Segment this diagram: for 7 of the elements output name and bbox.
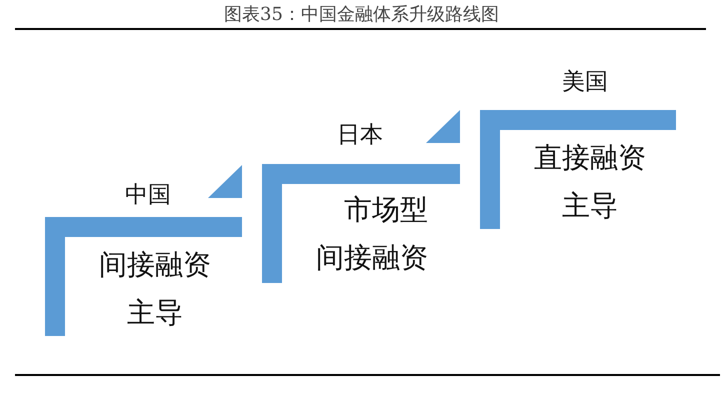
stage-text: 间接融资主导 bbox=[99, 247, 211, 331]
stage-text: 直接融资主导 bbox=[534, 140, 646, 224]
title: 图表35：中国金融体系升级路线图 bbox=[223, 3, 500, 26]
stage-text: 市场型间接融资 bbox=[316, 192, 428, 276]
country-label: 日本 bbox=[337, 121, 383, 149]
country-label: 中国 bbox=[125, 181, 171, 209]
country-label: 美国 bbox=[562, 68, 608, 96]
